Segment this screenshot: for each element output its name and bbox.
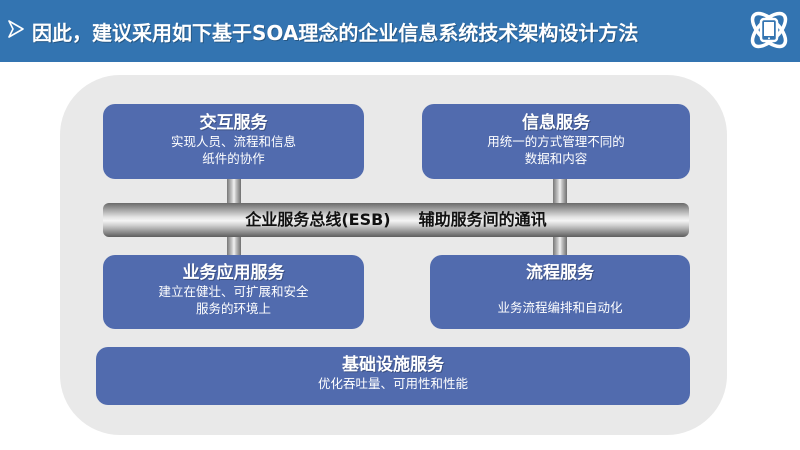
bus-description: 辅助服务间的通讯 [418, 210, 547, 229]
esb-bus: 企业服务总线(ESB) 辅助服务间的通讯 [103, 203, 689, 237]
bus-label-row: 企业服务总线(ESB) 辅助服务间的通讯 [103, 203, 689, 237]
box-title: 基础设施服务 [342, 355, 444, 375]
business-application-services-box: 业务应用服务 建立在健壮、可扩展和安全 服务的环境上 [103, 255, 364, 329]
box-title: 交互服务 [199, 113, 268, 133]
infrastructure-services-box: 基础设施服务 优化吞吐量、可用性和性能 [96, 347, 690, 405]
header-bar: 因此，建议采用如下基于SOA理念的企业信息系统技术架构设计方法 [0, 0, 800, 62]
box-desc-line: 优化吞吐量、可用性和性能 [317, 376, 468, 391]
box-title: 流程服务 [526, 263, 594, 283]
atom-tablet-icon [750, 11, 788, 49]
box-title: 业务应用服务 [182, 263, 285, 283]
page-title: 因此，建议采用如下基于SOA理念的企业信息系统技术架构设计方法 [32, 21, 639, 45]
process-services-box: 流程服务 业务流程编排和自动化 [430, 255, 690, 329]
box-desc-line: 服务的环境上 [195, 301, 271, 316]
box-desc-line: 数据和内容 [524, 151, 588, 166]
interaction-services-box: 交互服务 实现人员、流程和信息 纸件的协作 [103, 104, 364, 179]
arrowhead-bullet-icon [8, 20, 24, 38]
box-desc-line: 用统一的方式管理不同的 [487, 134, 625, 149]
box-desc-line: 业务流程编排和自动化 [497, 300, 623, 315]
box-desc-line: 实现人员、流程和信息 [170, 134, 296, 149]
information-services-box: 信息服务 用统一的方式管理不同的 数据和内容 [422, 104, 690, 179]
box-desc-line: 纸件的协作 [202, 151, 265, 166]
box-desc-line: 建立在健壮、可扩展和安全 [158, 284, 309, 299]
bus-label: 企业服务总线(ESB) [245, 210, 391, 229]
box-title: 信息服务 [522, 113, 590, 133]
